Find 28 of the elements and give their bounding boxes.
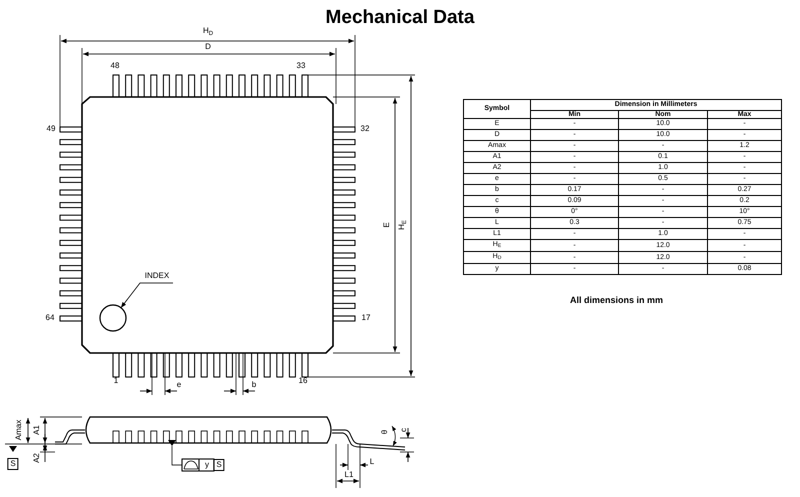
dimension-label: e xyxy=(176,381,182,389)
dimension-label: A2 xyxy=(33,453,41,463)
dimension-label: E xyxy=(383,222,391,228)
dimension-label: L1 xyxy=(344,471,354,479)
pin-number: 64 xyxy=(46,314,54,322)
dimension-label: Amax xyxy=(15,420,23,440)
dimension-label: D xyxy=(205,43,211,51)
title: Mechanical Data xyxy=(324,7,476,29)
pin-number: 48 xyxy=(110,62,120,70)
pin-number: 49 xyxy=(46,125,56,133)
dimension-label: A1 xyxy=(33,425,41,435)
pin-number: 1 xyxy=(114,377,118,385)
pin-number: 17 xyxy=(362,314,370,322)
datum-label: S xyxy=(213,459,225,471)
pin-number: 16 xyxy=(298,377,308,385)
datum-label: S xyxy=(7,458,19,470)
dimension-label: c xyxy=(400,428,408,432)
pin-number: 33 xyxy=(296,62,306,70)
index-mark xyxy=(99,304,127,332)
dimension-label: L xyxy=(370,458,374,466)
index-label: INDEX xyxy=(144,272,170,280)
dimension-label: θ xyxy=(381,430,389,434)
pin-number: 32 xyxy=(360,125,370,133)
dimension-label: H$_{D}$ xyxy=(202,27,214,37)
table-note: All dimensions in mm xyxy=(570,295,664,305)
tolerance-value: y xyxy=(205,461,209,469)
dimension-label: b xyxy=(252,381,256,389)
leader-line xyxy=(120,282,174,308)
